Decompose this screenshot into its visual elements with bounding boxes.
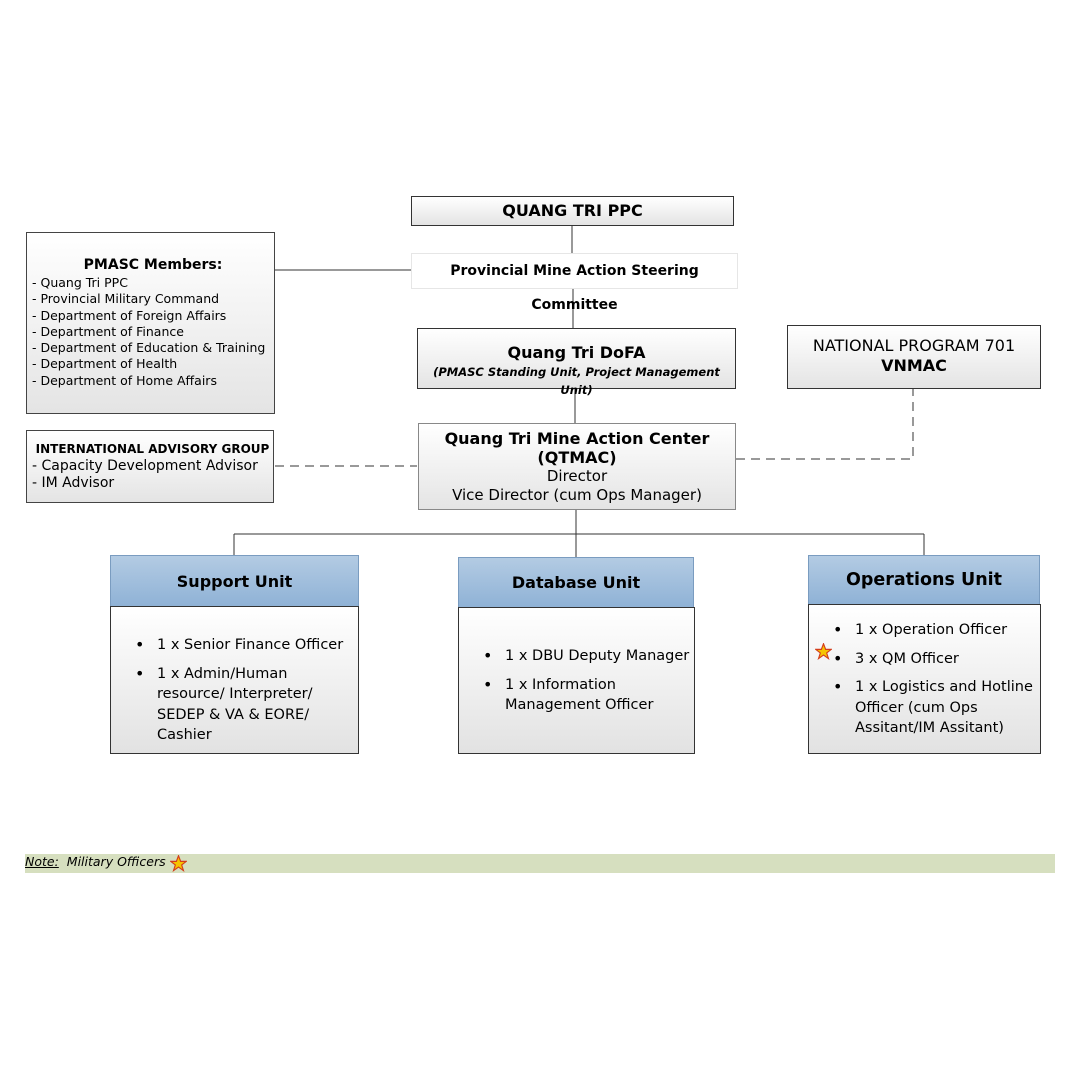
pmasc-members-box: PMASC Members: - Quang Tri PPC - Provinc… bbox=[26, 232, 275, 414]
members-item: - Department of Finance bbox=[32, 323, 184, 339]
national-program-box: NATIONAL PROGRAM 701 VNMAC bbox=[787, 325, 1041, 389]
list-item: 1 x Admin/Human resource/ Interpreter/ S… bbox=[135, 664, 358, 746]
members-item: - Provincial Military Command bbox=[32, 291, 220, 307]
members-item: - Department of Health bbox=[32, 356, 178, 372]
dashed-vnmac-qtmac bbox=[736, 389, 914, 460]
list-item: 1 x DBU Deputy Manager bbox=[483, 646, 694, 667]
operations-unit-body: 1 x Operation Officer 3 x QM Officer 1 x… bbox=[808, 604, 1041, 754]
list-item: 3 x QM Officer bbox=[833, 649, 1040, 670]
list-item: 1 x Senior Finance Officer bbox=[135, 635, 358, 656]
advisory-item: - IM Advisor bbox=[32, 475, 115, 491]
operations-unit-header: Operations Unit bbox=[808, 555, 1040, 604]
advisory-group-box: INTERNATIONAL ADVISORY GROUP - Capacity … bbox=[26, 430, 274, 503]
qtmac-abbr: (QTMAC) bbox=[537, 448, 617, 467]
members-heading: PMASC Members: bbox=[83, 257, 223, 273]
members-item: - Department of Home Affairs bbox=[32, 372, 217, 388]
pmasc-box: Provincial Mine Action Steering Committe… bbox=[411, 253, 738, 313]
dofa-box: Quang Tri DoFA (PMASC Standing Unit, Pro… bbox=[417, 328, 736, 397]
national-program-title: NATIONAL PROGRAM 701 bbox=[812, 336, 1016, 355]
star-icon bbox=[815, 643, 832, 660]
database-unit-title: Database Unit bbox=[511, 573, 641, 592]
members-item: - Department of Education & Training bbox=[32, 340, 266, 356]
database-unit-body: 1 x DBU Deputy Manager 1 x Information M… bbox=[458, 607, 695, 754]
advisory-item: - Capacity Development Advisor bbox=[32, 458, 258, 474]
operations-unit-list: 1 x Operation Officer 3 x QM Officer 1 x… bbox=[809, 620, 1040, 739]
vnmac-label: VNMAC bbox=[881, 356, 947, 375]
list-item: 1 x Information Management Officer bbox=[483, 675, 694, 716]
support-unit-body: 1 x Senior Finance Officer 1 x Admin/Hum… bbox=[110, 606, 359, 754]
note-label: Note: bbox=[25, 854, 59, 869]
support-unit-header: Support Unit bbox=[110, 555, 359, 606]
dofa-title: Quang Tri DoFA bbox=[507, 343, 646, 362]
list-item: 1 x Logistics and Hotline Officer (cum O… bbox=[833, 677, 1040, 739]
support-unit-list: 1 x Senior Finance Officer 1 x Admin/Hum… bbox=[111, 635, 358, 746]
qtmac-title: Quang Tri Mine Action Center bbox=[444, 429, 710, 448]
ppc-box: QUANG TRI PPC bbox=[411, 196, 734, 226]
advisory-heading: INTERNATIONAL ADVISORY GROUP bbox=[35, 442, 270, 456]
qtmac-vice-director: Vice Director (cum Ops Manager) bbox=[452, 486, 702, 504]
ppc-title: QUANG TRI PPC bbox=[502, 201, 643, 220]
database-unit-list: 1 x DBU Deputy Manager 1 x Information M… bbox=[459, 646, 694, 716]
database-unit-header: Database Unit bbox=[458, 557, 694, 607]
members-item: - Quang Tri PPC bbox=[32, 275, 128, 290]
qtmac-director: Director bbox=[546, 467, 608, 485]
list-item: 1 x Operation Officer bbox=[833, 620, 1040, 641]
pmasc-title: Provincial Mine Action Steering Committe… bbox=[450, 263, 699, 313]
note-text: Military Officers bbox=[66, 854, 166, 869]
qtmac-box: Quang Tri Mine Action Center (QTMAC) Dir… bbox=[418, 423, 736, 510]
note-bar: Note: Military Officers bbox=[25, 854, 1055, 873]
operations-unit-title: Operations Unit bbox=[845, 570, 1003, 590]
members-item: - Department of Foreign Affairs bbox=[32, 307, 227, 323]
star-icon bbox=[170, 855, 187, 872]
support-unit-title: Support Unit bbox=[176, 571, 293, 591]
dofa-subtitle: (PMASC Standing Unit, Project Management… bbox=[433, 365, 720, 397]
